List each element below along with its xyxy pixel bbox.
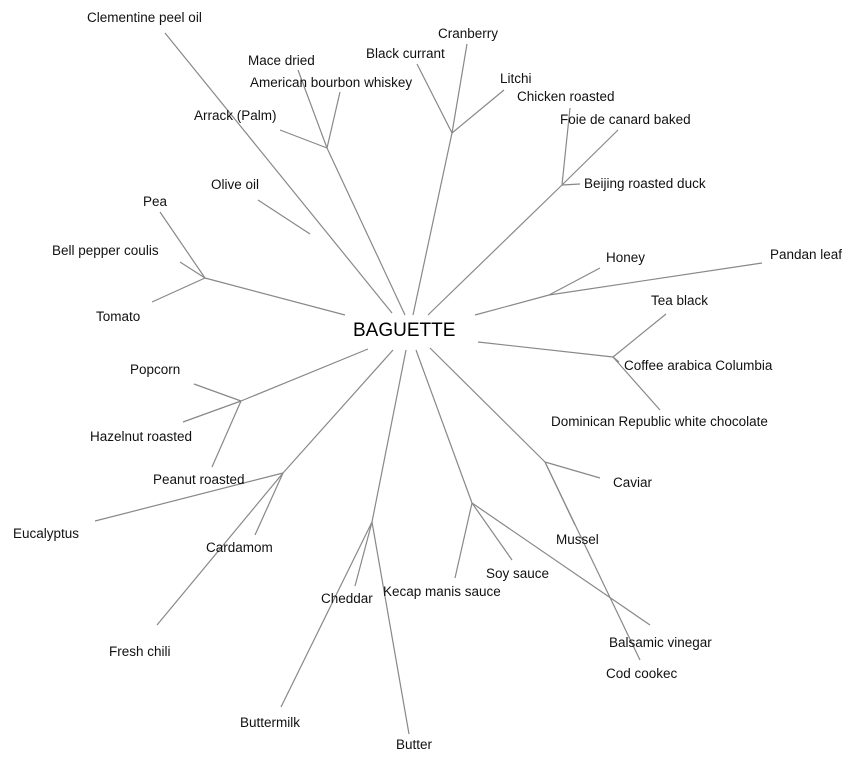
leaf-label: Mace dried xyxy=(248,53,315,68)
leaf-label: Pandan leaf xyxy=(770,247,843,262)
branch-duck xyxy=(427,107,619,316)
branch-cheddar xyxy=(280,349,410,735)
edge xyxy=(182,400,242,423)
leaf-label: Pea xyxy=(143,194,168,209)
edge xyxy=(354,521,373,587)
branch-tea xyxy=(477,313,667,411)
edge xyxy=(429,347,546,463)
edge xyxy=(471,502,651,626)
edge xyxy=(612,356,661,411)
edge xyxy=(544,461,641,661)
branch-soy xyxy=(415,349,651,626)
edge xyxy=(454,502,473,579)
edge xyxy=(282,349,394,474)
edge xyxy=(612,313,667,358)
edge xyxy=(544,461,601,479)
edge xyxy=(151,277,206,303)
branch-popcorn xyxy=(182,348,369,468)
leaf-label: Clementine peel oil xyxy=(87,10,202,25)
leaf-label: Butter xyxy=(396,737,433,752)
edge xyxy=(204,277,346,316)
leaf-label: Caviar xyxy=(613,475,653,490)
branch-eucalyptus xyxy=(94,349,394,626)
edge xyxy=(371,349,407,523)
leaf-label: American bourbon whiskey xyxy=(250,75,413,90)
edge xyxy=(279,129,328,149)
edge xyxy=(474,294,550,316)
branch-caviar xyxy=(429,347,641,661)
leaf-label: Fresh chili xyxy=(109,644,171,659)
root-node-label: BAGUETTE xyxy=(353,320,456,341)
branch-arrack xyxy=(279,69,406,316)
leaf-label: Cheddar xyxy=(321,591,373,606)
leaf-label: Cod cookec xyxy=(606,666,678,681)
branch-pea xyxy=(151,211,346,316)
edge xyxy=(415,349,473,504)
leaf-label: Foie de canard baked xyxy=(560,112,691,127)
leaf-label: Eucalyptus xyxy=(13,526,80,541)
edge xyxy=(561,183,581,186)
branch-cranberry xyxy=(412,43,505,316)
edge xyxy=(451,43,468,134)
leaf-label: Kecap manis sauce xyxy=(383,584,501,599)
leaf-label: Litchi xyxy=(500,71,532,86)
edge xyxy=(297,69,328,149)
edge xyxy=(416,63,453,134)
edge xyxy=(326,91,341,149)
edge xyxy=(159,211,206,279)
leaf-label: Soy sauce xyxy=(486,566,550,581)
edge xyxy=(451,89,505,134)
edge xyxy=(561,107,571,186)
leaf-label: Tomato xyxy=(96,309,141,324)
edge xyxy=(240,348,369,402)
edge xyxy=(193,383,242,402)
edge xyxy=(257,199,311,235)
edge xyxy=(471,502,513,561)
edge xyxy=(280,521,373,708)
edge xyxy=(211,400,242,468)
leaf-label: Chicken roasted xyxy=(517,89,615,104)
edge xyxy=(477,341,614,358)
leaf-label: Buttermilk xyxy=(240,715,301,730)
leaf-label: Balsamic vinegar xyxy=(609,635,712,650)
edge xyxy=(548,262,763,296)
edge xyxy=(326,147,406,316)
leaf-label: Hazelnut roasted xyxy=(90,429,193,444)
leaf-label: Dominican Republic white chocolate xyxy=(551,414,768,429)
edge xyxy=(254,472,284,536)
edge xyxy=(156,472,284,626)
leaf-label: Beijing roasted duck xyxy=(584,176,706,191)
leaf-label: Tea black xyxy=(651,293,709,308)
leaf-label: Black currant xyxy=(366,46,445,61)
leaf-label: Peanut roasted xyxy=(153,472,245,487)
leaf-label: Cardamom xyxy=(206,540,273,555)
edge xyxy=(179,261,206,279)
branch-honey xyxy=(474,262,763,316)
edge xyxy=(548,267,601,296)
leaf-label: Mussel xyxy=(556,532,599,547)
leaf-label: Bell pepper coulis xyxy=(52,243,159,258)
edge xyxy=(561,129,619,186)
edge xyxy=(94,472,284,522)
leaf-label: Olive oil xyxy=(211,177,260,192)
edge xyxy=(164,32,393,314)
leaf-label: Coffee arabica Columbia xyxy=(624,358,773,373)
edge xyxy=(412,132,453,316)
branch-clementine xyxy=(164,32,393,314)
edge xyxy=(371,521,410,735)
leaf-label: Cranberry xyxy=(438,26,499,41)
leaf-label: Popcorn xyxy=(130,362,181,377)
leaf-label: Arrack (Palm) xyxy=(194,108,277,123)
edge xyxy=(427,184,563,316)
leaf-label: Honey xyxy=(606,250,646,265)
